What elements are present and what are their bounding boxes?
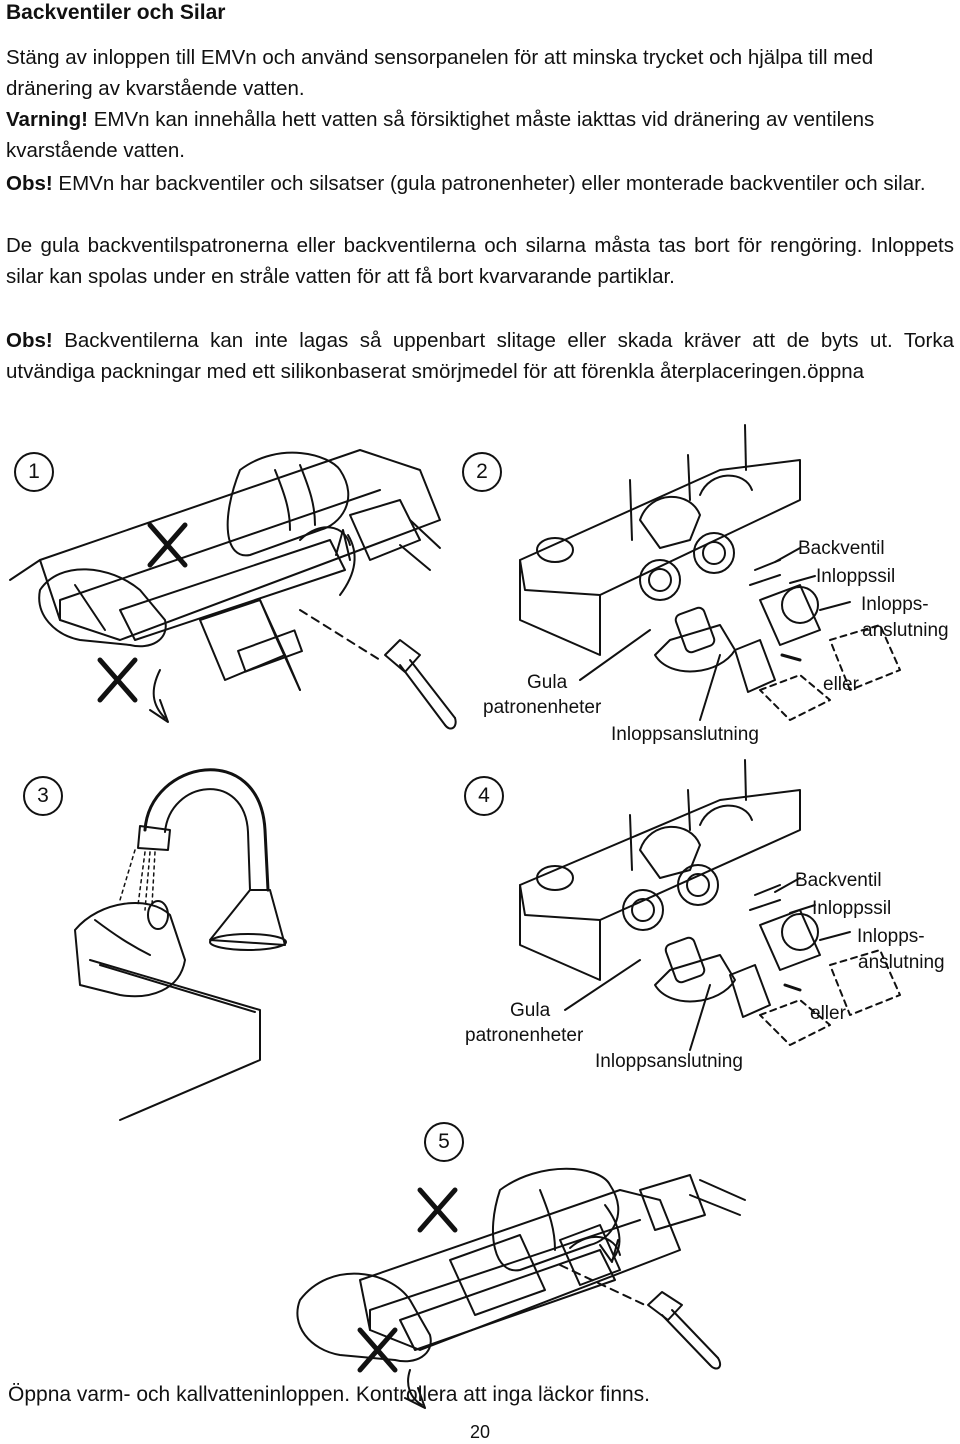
paragraph-note-2: Obs! Backventilerna kan inte lagas så up… (6, 325, 954, 387)
figure-5-drawing (296, 1167, 746, 1409)
fig4-label-inlopps: Inlopps- (857, 926, 925, 947)
step-number-1: 1 (14, 452, 54, 492)
step-number-5: 5 (424, 1122, 464, 1162)
fig2-label-inloppssil: Inloppssil (816, 566, 896, 587)
fig4-label-patronenheter: patronenheter (465, 1025, 584, 1046)
section-heading: Backventiler och Silar (6, 1, 226, 24)
note-text-2: Backventilerna kan inte lagas så uppenba… (6, 329, 954, 383)
footer-instruction: Öppna varm- och kallvatteninloppen. Kont… (8, 1383, 651, 1406)
fig2-label-inlopps: Inlopps- (861, 594, 929, 615)
fig2-label-patronenheter: patronenheter (483, 697, 602, 718)
paragraph-instructions: Stäng av inloppen till EMVn och använd s… (6, 46, 874, 100)
fig4-label-inloppsanslutning: Inloppsanslutning (595, 1051, 743, 1072)
fig4-label-eller: eller (810, 1003, 846, 1024)
fig2-label-backventil: Backventil (798, 538, 885, 559)
fig2-label-anslutning: anslutning (862, 620, 949, 641)
note-label-2: Obs! (6, 329, 53, 352)
figure-3-drawing (74, 768, 287, 1121)
fig4-label-anslutning: anslutning (858, 952, 945, 973)
warning-text: EMVn kan innehålla hett vatten så försik… (6, 108, 875, 162)
paragraph-warning: Varning! EMVn kan innehålla hett vatten … (6, 104, 954, 166)
fig2-label-gula: Gula (527, 672, 568, 693)
warning-label: Varning! (6, 108, 89, 131)
step-number-3: 3 (23, 776, 63, 816)
note-label-1: Obs! (6, 172, 53, 195)
figure-4-drawing (519, 759, 901, 1051)
note-text-1: EMVn har backventiler och silsatser (gul… (52, 172, 926, 195)
paragraph-note-1: Obs! EMVn har backventiler och silsatser… (6, 168, 954, 199)
figure-2-drawing (519, 424, 901, 721)
paragraph-cleaning: De gula backventilspatronerna eller back… (6, 234, 954, 288)
fig2-label-inloppsanslutning: Inloppsanslutning (611, 724, 759, 745)
figure-1-drawing (9, 449, 457, 730)
fig4-label-backventil: Backventil (795, 870, 882, 891)
fig2-label-eller: eller (823, 674, 859, 695)
page-number: 20 (469, 1422, 491, 1442)
fig4-label-inloppssil: Inloppssil (812, 898, 892, 919)
fig4-label-gula: Gula (510, 1000, 551, 1021)
step-number-4: 4 (464, 776, 504, 816)
step-number-2: 2 (462, 452, 502, 492)
